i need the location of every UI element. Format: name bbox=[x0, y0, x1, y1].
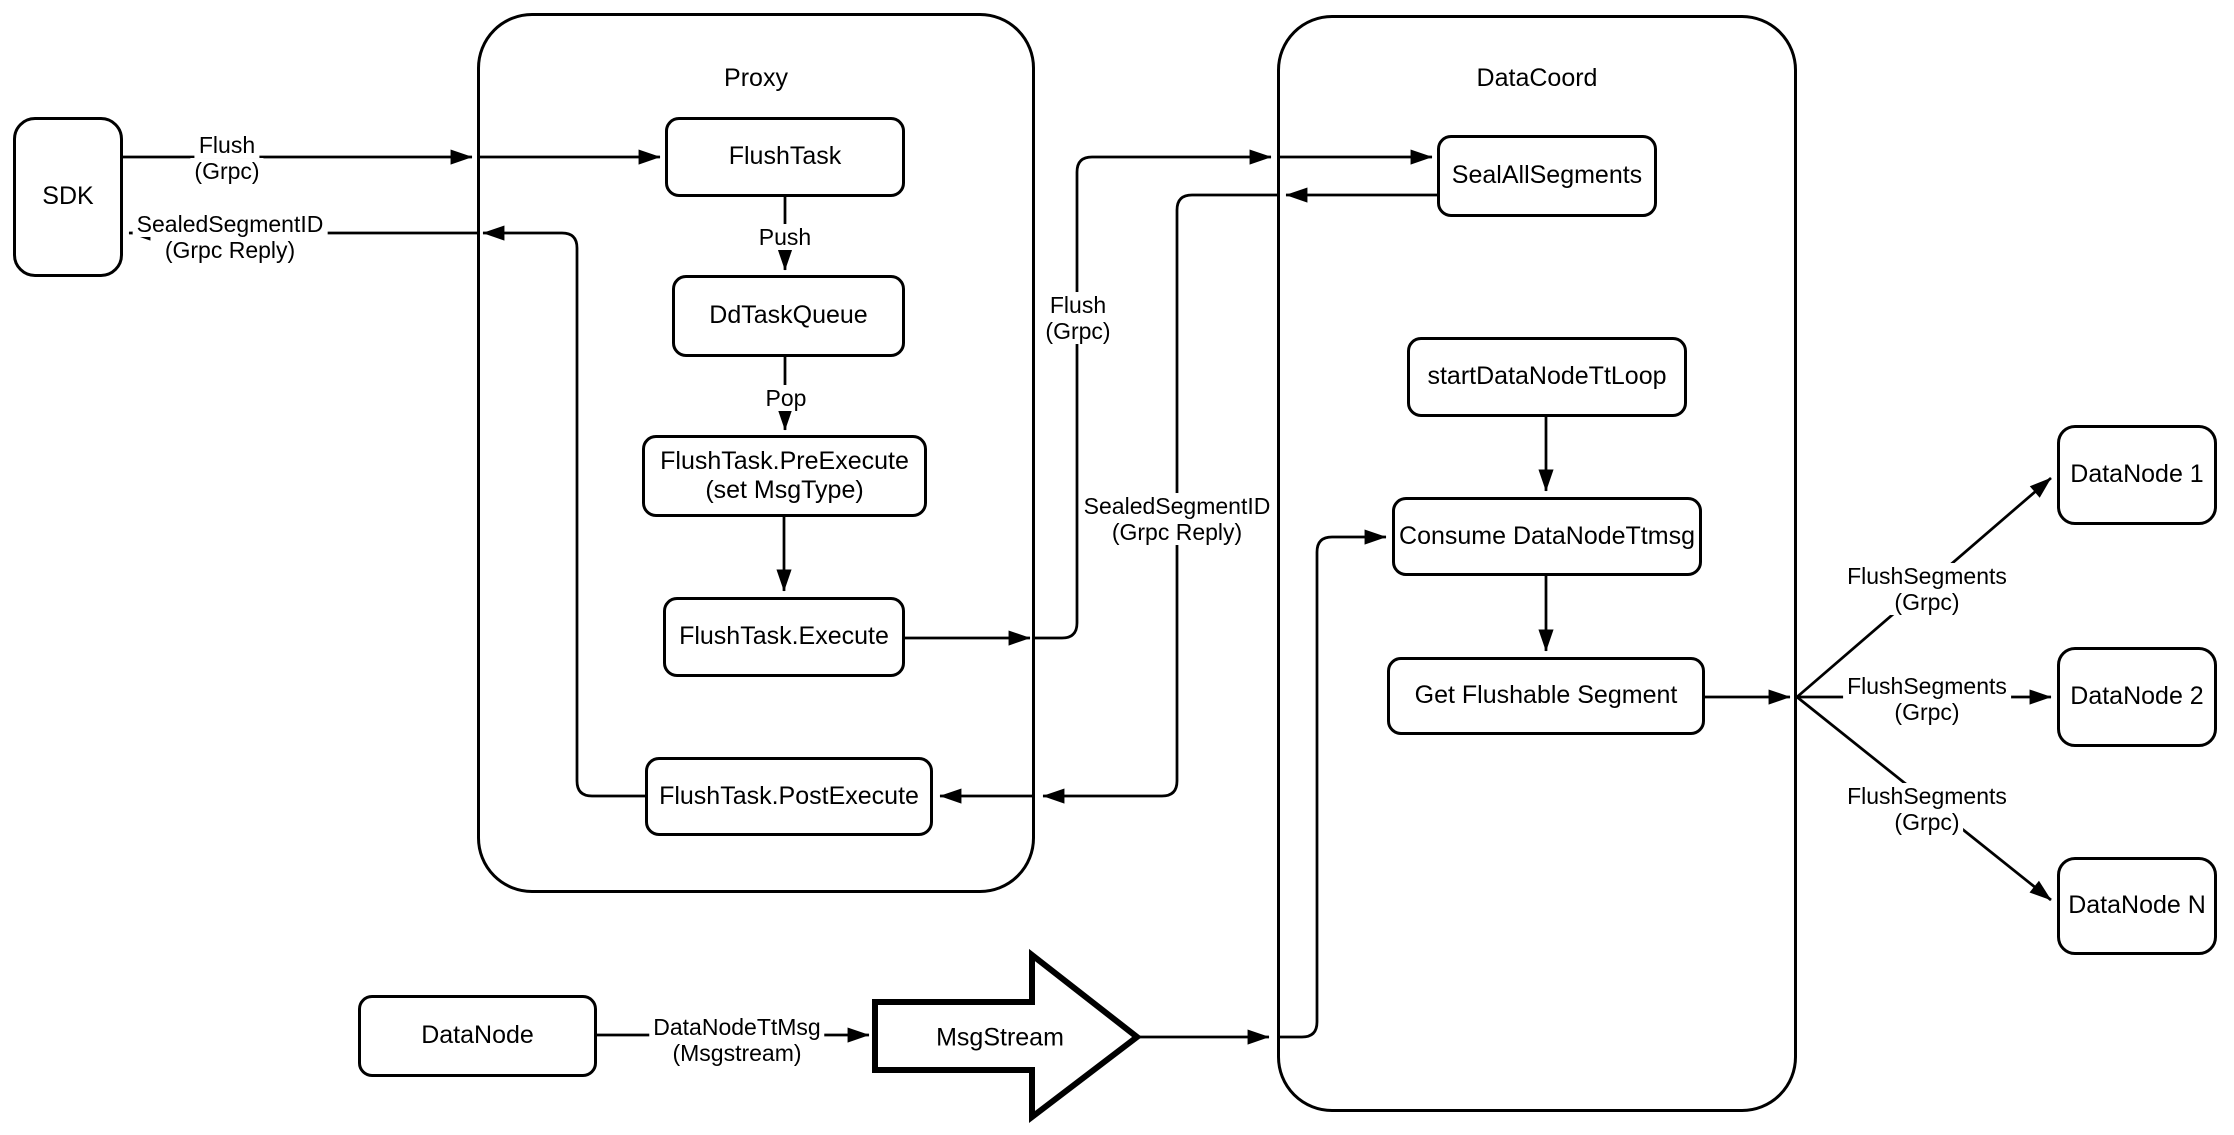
node-datanode-1: DataNode 1 bbox=[2057, 425, 2217, 525]
edge-label-sealedsegmentid-mid: SealedSegmentID (Grpc Reply) bbox=[1079, 493, 1275, 545]
proxy-container-title: Proxy bbox=[724, 64, 788, 92]
node-flushtask-preexecute-line1: FlushTask.PreExecute bbox=[660, 446, 909, 475]
node-datanode-n: DataNode N bbox=[2057, 857, 2217, 955]
edge-label-flushsegments-2: FlushSegments (Grpc) bbox=[1843, 673, 2011, 725]
node-datanode-n-label: DataNode N bbox=[2068, 891, 2206, 920]
datacoord-container-title: DataCoord bbox=[1476, 64, 1598, 92]
node-datanode-1-label: DataNode 1 bbox=[2070, 460, 2204, 489]
node-flushtask-execute-label: FlushTask.Execute bbox=[679, 622, 889, 651]
node-consume-datanodettmsg-label: Consume DataNodeTtmsg bbox=[1399, 521, 1695, 550]
edge-label-flushsegments-1: FlushSegments (Grpc) bbox=[1843, 563, 2011, 615]
edge-flush-to-datacoord-border bbox=[1035, 149, 1272, 640]
node-flushtask: FlushTask bbox=[665, 117, 905, 197]
msgstream-label: MsgStream bbox=[936, 1023, 1064, 1052]
node-startdatanodettloop-label: startDataNodeTtLoop bbox=[1427, 362, 1667, 391]
node-flushtask-label: FlushTask bbox=[728, 142, 842, 171]
node-sealallsegments-label: SealAllSegments bbox=[1451, 161, 1643, 190]
node-consume-datanodettmsg: Consume DataNodeTtmsg bbox=[1392, 497, 1702, 576]
edge-label-flushsegments-3: FlushSegments (Grpc) bbox=[1843, 783, 2011, 835]
node-flushtask-preexecute-line2: (set MsgType) bbox=[705, 476, 864, 504]
proxy-container bbox=[477, 13, 1035, 893]
msgstream-block-arrow bbox=[872, 948, 1142, 1124]
node-flushtask-postexecute-label: FlushTask.PostExecute bbox=[659, 781, 919, 810]
edge-postexecute-to-proxy-border bbox=[482, 225, 645, 798]
node-ddtaskqueue-label: DdTaskQueue bbox=[709, 301, 868, 330]
node-ddtaskqueue: DdTaskQueue bbox=[672, 275, 905, 357]
edge-msgstream-into-consume bbox=[1277, 529, 1387, 1039]
edge-label-sealedsegmentid-sdk: SealedSegmentID (Grpc Reply) bbox=[132, 211, 328, 263]
edge-label-flush-grpc-sdk: Flush (Grpc) bbox=[190, 132, 264, 184]
node-datanode-label: DataNode bbox=[421, 1021, 534, 1050]
node-datanode-2: DataNode 2 bbox=[2057, 647, 2217, 747]
edges bbox=[123, 149, 2052, 1045]
node-sealallsegments: SealAllSegments bbox=[1437, 135, 1657, 217]
node-get-flushable-segment: Get Flushable Segment bbox=[1387, 657, 1705, 735]
edge-label-pop: Pop bbox=[761, 385, 811, 411]
edge-label-push: Push bbox=[754, 224, 816, 250]
node-datanode-2-label: DataNode 2 bbox=[2070, 682, 2204, 711]
node-flushtask-preexecute: FlushTask.PreExecute (set MsgType) bbox=[642, 435, 927, 517]
node-sdk: SDK bbox=[13, 117, 123, 277]
datacoord-container bbox=[1277, 15, 1797, 1112]
node-get-flushable-segment-label: Get Flushable Segment bbox=[1414, 681, 1678, 710]
edge-label-datanodettmsg: DataNodeTtMsg (Msgstream) bbox=[649, 1014, 825, 1066]
node-startdatanodettloop: startDataNodeTtLoop bbox=[1407, 337, 1687, 417]
node-flushtask-execute: FlushTask.Execute bbox=[663, 597, 905, 677]
node-flushtask-postexecute: FlushTask.PostExecute bbox=[645, 757, 933, 836]
node-datanode: DataNode bbox=[358, 995, 597, 1077]
node-sdk-label: SDK bbox=[42, 182, 94, 211]
edge-label-flush-grpc-mid: Flush (Grpc) bbox=[1041, 292, 1115, 344]
